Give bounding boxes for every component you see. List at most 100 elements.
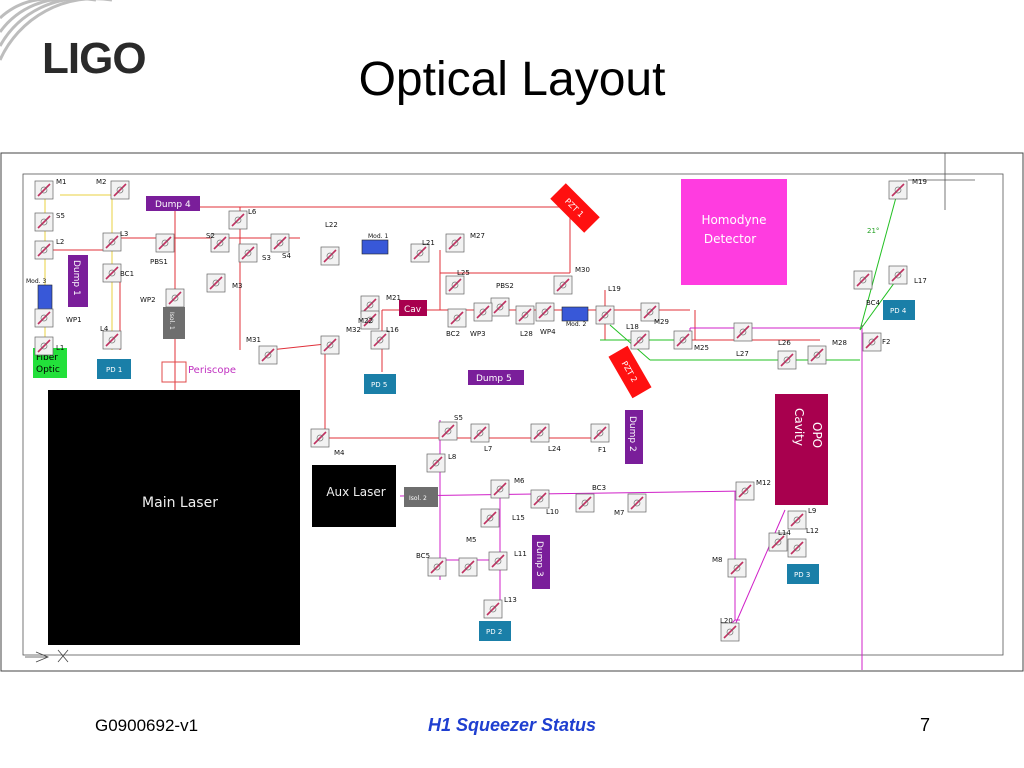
aux-laser-box bbox=[312, 465, 396, 527]
component-label: BC4 bbox=[866, 299, 881, 307]
component-label: M2 bbox=[96, 178, 107, 186]
optic-mount bbox=[627, 493, 647, 513]
optic-mount bbox=[470, 423, 490, 443]
component-label: BC1 bbox=[120, 270, 134, 278]
isolator-2-label: Isol. 2 bbox=[409, 495, 427, 502]
optic-mount bbox=[595, 305, 615, 325]
homodyne-label-line2: Detector bbox=[704, 232, 756, 246]
component-label: BC5 bbox=[416, 552, 430, 560]
periscope-box bbox=[161, 361, 187, 383]
component-label: L18 bbox=[626, 323, 639, 331]
component-label: M8 bbox=[712, 556, 723, 564]
optic-mount bbox=[777, 350, 797, 370]
optic-mount bbox=[515, 305, 535, 325]
component-label: F1 bbox=[598, 446, 606, 454]
component-label: S2 bbox=[206, 232, 215, 240]
optic-mount bbox=[735, 481, 755, 501]
component-label: S3 bbox=[262, 254, 271, 262]
component-label: L17 bbox=[914, 277, 927, 285]
optic-mount bbox=[787, 538, 807, 558]
optic-mount bbox=[155, 233, 175, 253]
optic-mount bbox=[102, 232, 122, 252]
component-label: M3 bbox=[232, 282, 243, 290]
pd-1-box bbox=[97, 359, 131, 379]
optic-mount bbox=[727, 558, 747, 578]
component-label: M19 bbox=[912, 178, 927, 186]
optic-mount bbox=[787, 510, 807, 530]
component-label: BC3 bbox=[592, 484, 606, 492]
component-label: PBS2 bbox=[496, 282, 514, 290]
component-label: L10 bbox=[546, 508, 559, 516]
pd-5-label: PD 5 bbox=[371, 381, 387, 389]
optic-mount bbox=[34, 240, 54, 260]
logo-text: LIGO bbox=[42, 34, 147, 83]
component-label: M1 bbox=[56, 178, 67, 186]
isolator-2-box bbox=[404, 487, 438, 507]
optic-mount bbox=[410, 243, 430, 263]
component-label: L20 bbox=[720, 617, 733, 625]
component-label: PBS1 bbox=[150, 258, 168, 266]
optic-mount bbox=[360, 295, 380, 315]
mod-1-label: Mod. 1 bbox=[368, 233, 388, 240]
optic-mount bbox=[445, 275, 465, 295]
component-label: L26 bbox=[778, 339, 791, 347]
optic-mount bbox=[445, 233, 465, 253]
component-label: L15 bbox=[512, 514, 525, 522]
component-label: M28 bbox=[832, 339, 847, 347]
component-label: M7 bbox=[614, 509, 625, 517]
component-label: M30 bbox=[575, 266, 590, 274]
component-label: L25 bbox=[457, 269, 470, 277]
optic-mount bbox=[270, 233, 290, 253]
optic-mount bbox=[733, 322, 753, 342]
optic-mount bbox=[535, 302, 555, 322]
component-label: S5 bbox=[454, 414, 463, 422]
optic-mount bbox=[530, 489, 550, 509]
optic-mount bbox=[320, 335, 340, 355]
dump-5-label: Dump 5 bbox=[476, 374, 512, 384]
optic-mount bbox=[807, 345, 827, 365]
pd-1-label: PD 1 bbox=[106, 366, 122, 374]
component-label: S5 bbox=[56, 212, 65, 220]
component-label: L6 bbox=[248, 208, 257, 216]
opo-label-line1: OPO bbox=[810, 422, 824, 448]
periscope-label: Periscope bbox=[188, 365, 236, 376]
component-label: L27 bbox=[736, 350, 749, 358]
optic-mount bbox=[473, 302, 493, 322]
optic-mount bbox=[530, 423, 550, 443]
optic-mount bbox=[720, 622, 740, 642]
isolator-1-label: Isol. 1 bbox=[168, 312, 175, 330]
angle-label: 21° bbox=[867, 227, 879, 235]
optic-mount bbox=[490, 297, 510, 317]
cav-box bbox=[399, 300, 427, 316]
mod-2-label: Mod. 2 bbox=[566, 321, 586, 328]
component-label: L2 bbox=[56, 238, 64, 246]
component-label: L4 bbox=[100, 325, 109, 333]
dump-2-box bbox=[625, 410, 643, 464]
component-label: M21 bbox=[386, 294, 401, 302]
dump-4-box bbox=[146, 196, 200, 211]
component-label: S4 bbox=[282, 252, 291, 260]
component-label: M27 bbox=[470, 232, 485, 240]
page-title: Optical Layout bbox=[358, 53, 666, 106]
component-label: M31 bbox=[246, 336, 261, 344]
optic-mount bbox=[370, 330, 390, 350]
optic-mount bbox=[458, 557, 478, 577]
component-label: M6 bbox=[514, 477, 525, 485]
optic-mount bbox=[310, 428, 330, 448]
logo-arcs-icon bbox=[0, 0, 112, 61]
optic-mount bbox=[360, 310, 380, 330]
optic-mount bbox=[673, 330, 693, 350]
dump-4-label: Dump 4 bbox=[155, 200, 191, 210]
component-label: L9 bbox=[808, 507, 816, 515]
component-label: L3 bbox=[120, 230, 128, 238]
mod-1-box bbox=[361, 239, 389, 255]
mod-3-label: Mod. 3 bbox=[26, 278, 46, 285]
optic-mount bbox=[480, 508, 500, 528]
optic-mount bbox=[630, 330, 650, 350]
optic-mount bbox=[490, 479, 510, 499]
component-label: L13 bbox=[504, 596, 517, 604]
cav-label: Cav bbox=[404, 305, 422, 315]
optic-mount bbox=[238, 243, 258, 263]
fiber-optic-line2: Optic bbox=[36, 365, 60, 375]
component-label: M25 bbox=[694, 344, 709, 352]
